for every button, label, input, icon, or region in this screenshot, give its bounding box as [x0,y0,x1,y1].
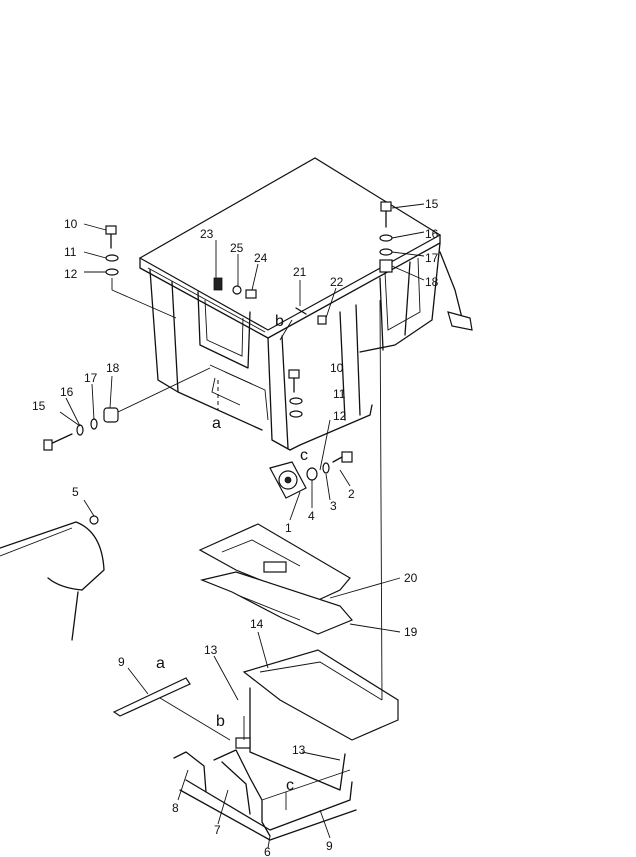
callout-1: 1 [285,521,292,535]
callout-25: 25 [230,241,244,255]
left-fender [0,521,105,641]
strip-9-top [112,677,191,717]
cab-housing [138,157,473,451]
callout-7: 7 [214,823,221,837]
ref-a: a [156,655,165,672]
callout-14: 14 [250,617,264,631]
callout-18: 18 [425,275,439,289]
callout-4: 4 [308,509,315,523]
callout-16: 16 [60,385,74,399]
callout-12: 12 [333,409,347,423]
callout-15: 15 [425,197,439,211]
callout-13: 13 [292,743,306,757]
callout-21: 21 [293,265,307,279]
callout-17: 17 [425,251,439,265]
callout-5: 5 [72,485,79,499]
callout-23: 23 [200,227,214,241]
callout-9: 9 [326,839,333,853]
ref-a: a [212,415,221,432]
leader-lines [59,203,425,849]
callout-13: 13 [204,643,218,657]
callout-24: 24 [254,251,268,265]
ref-c: c [286,777,294,794]
base-frame [173,737,357,841]
callout-6: 6 [264,845,271,857]
callout-9: 9 [118,655,125,669]
ref-b: b [216,713,225,730]
callout-3: 3 [330,499,337,513]
callout-19: 19 [404,625,418,639]
callout-12: 12 [64,267,78,281]
callout-10: 10 [64,217,78,231]
callout-15: 15 [32,399,46,413]
ref-b: b [275,313,284,330]
callout-11: 11 [333,387,346,401]
callout-8: 8 [172,801,179,815]
reference-letters: a a b b c c [156,313,308,794]
callout-10: 10 [330,361,344,375]
callout-11: 11 [64,245,77,259]
callout-2: 2 [348,487,355,501]
floor-frame [242,649,399,791]
callout-22: 22 [330,275,344,289]
callout-16: 16 [425,227,439,241]
hinge-plate [269,461,307,499]
callout-18: 18 [106,361,120,375]
callout-20: 20 [404,571,418,585]
floor-mats [198,523,353,635]
callout-labels: 10 11 12 23 25 24 21 22 15 16 17 18 10 1… [32,197,439,857]
callout-17: 17 [84,371,98,385]
ref-c: c [300,447,308,464]
